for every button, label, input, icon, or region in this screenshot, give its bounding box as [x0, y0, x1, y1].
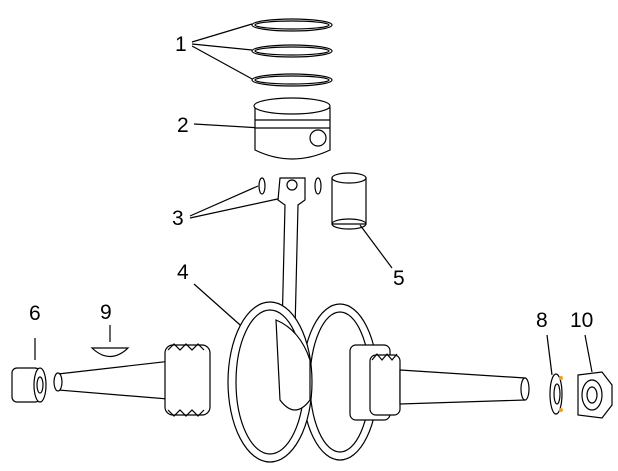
callout-2: 2: [177, 114, 189, 137]
callout-1: 1: [175, 33, 187, 56]
callout-8: 8: [536, 309, 548, 332]
bushing-part-6: [11, 367, 47, 403]
piston-pin: [331, 172, 367, 230]
callout-6: 6: [29, 302, 41, 325]
leader-lines: [34, 23, 593, 376]
washer-part-8: [549, 373, 563, 415]
callout-4: 4: [177, 261, 189, 284]
callout-10: 10: [570, 309, 594, 332]
woodruff-key-part-9: [90, 347, 130, 358]
crankshaft-right-shaft: [349, 344, 530, 421]
crankshaft-left-shaft: [53, 343, 211, 417]
circlip-right: [314, 177, 322, 195]
piston-rings: [251, 18, 333, 87]
callout-3: 3: [172, 207, 184, 230]
callout-5: 5: [393, 267, 405, 290]
piston: [253, 97, 331, 160]
crankshaft-flywheels: [227, 301, 379, 463]
circlip-left: [258, 177, 266, 195]
nut-part-10: [577, 371, 613, 419]
callout-9: 9: [100, 301, 112, 324]
